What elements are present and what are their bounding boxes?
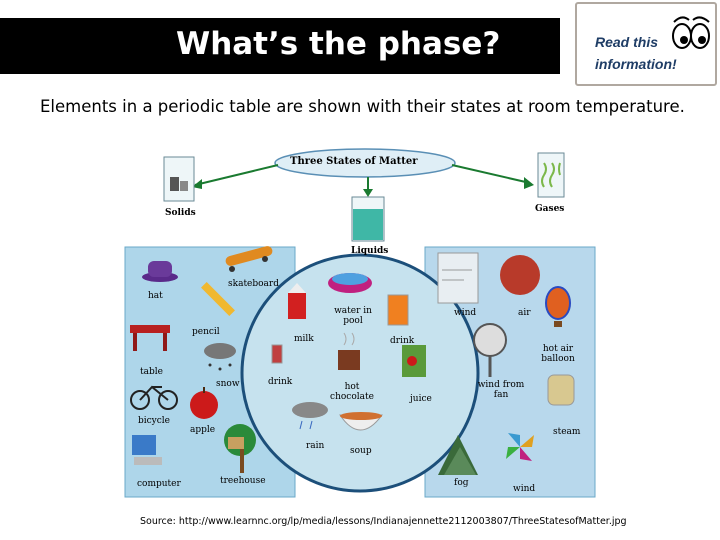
soup-icon	[339, 412, 383, 431]
gases-label: Gases	[535, 204, 565, 214]
label-juice: juice	[410, 394, 432, 404]
liquids-label: Liquids	[351, 246, 389, 256]
cartoon-eyes-icon	[672, 16, 710, 49]
label-wind-from-fan: wind from fan	[477, 380, 525, 400]
bicycle-icon	[130, 385, 178, 410]
label-snow: snow	[216, 379, 240, 389]
label-hat: hat	[148, 291, 163, 301]
hat-icon	[142, 261, 178, 282]
milk-icon	[288, 283, 306, 319]
label-soup: soup	[350, 446, 372, 456]
skateboard-icon	[225, 246, 273, 272]
label-hot-chocolate: hot chocolate	[330, 382, 374, 402]
label-bicycle: bicycle	[138, 416, 171, 426]
note-line-1: Read this	[595, 34, 659, 50]
banner-ellipse	[274, 148, 456, 178]
water-in-pool-icon	[328, 273, 372, 293]
arrowhead-gases-icon	[524, 177, 534, 189]
label-pencil: pencil	[192, 327, 220, 337]
subtitle: Elements in a periodic table are shown w…	[40, 97, 685, 116]
snow-icon	[204, 343, 236, 371]
computer-icon	[132, 435, 162, 465]
wind-icon	[437, 252, 479, 304]
pinwheel-icon	[506, 433, 534, 461]
label-apple: apple	[190, 425, 216, 435]
source-citation: Source: http://www.learnnc.org/lp/media/…	[140, 516, 627, 527]
table-icon	[130, 325, 170, 351]
arrowhead-liquids-icon	[363, 189, 373, 197]
label-rain: rain	[306, 441, 325, 451]
title-bar	[0, 18, 560, 74]
steam-icon	[547, 374, 575, 406]
diagram-graphics	[124, 148, 596, 498]
label-skateboard: skateboard	[228, 279, 279, 289]
solids-label: Solids	[165, 208, 196, 218]
page-title: What’s the phase?	[176, 26, 501, 62]
label-hot-air-balloon: hot air balloon	[541, 344, 575, 364]
label-computer: computer	[137, 479, 181, 489]
solids-beaker-icon	[163, 156, 195, 202]
arrow-to-gases	[451, 164, 531, 184]
label-steam: steam	[553, 427, 581, 437]
drink-glass-icon	[387, 294, 409, 326]
hot-chocolate-icon	[338, 332, 360, 370]
three-states-diagram: Three States of Matter Solids Liquids Ga…	[120, 145, 600, 500]
rain-icon	[292, 402, 328, 430]
read-note: Read this information!	[575, 2, 717, 86]
label-fog: fog	[454, 478, 469, 488]
fog-icon	[438, 435, 478, 475]
banner-label: Three States of Matter	[290, 156, 418, 167]
label-milk: milk	[294, 334, 314, 344]
label-drink-2: drink	[268, 377, 293, 387]
gases-beaker-icon	[537, 152, 565, 198]
air-balloon-ball-icon	[500, 255, 540, 295]
label-table: table	[140, 367, 163, 377]
drink-small-icon	[271, 344, 283, 364]
treehouse-icon	[224, 424, 256, 473]
label-water-in-pool: water in pool	[334, 306, 372, 326]
note-line-2: information!	[595, 56, 677, 72]
fan-icon	[473, 323, 507, 377]
label-wind-2: wind	[513, 484, 536, 494]
label-drink-1: drink	[390, 336, 415, 346]
pencil-icon	[201, 282, 235, 316]
juice-icon	[402, 345, 426, 377]
arrow-to-solids	[194, 164, 279, 186]
apple-icon	[190, 387, 218, 419]
liquids-beaker-icon	[351, 196, 385, 242]
hot-air-balloon-icon	[545, 286, 571, 327]
label-treehouse: treehouse	[220, 476, 266, 486]
label-air: air	[518, 308, 531, 318]
label-wind-1: wind	[454, 308, 477, 318]
